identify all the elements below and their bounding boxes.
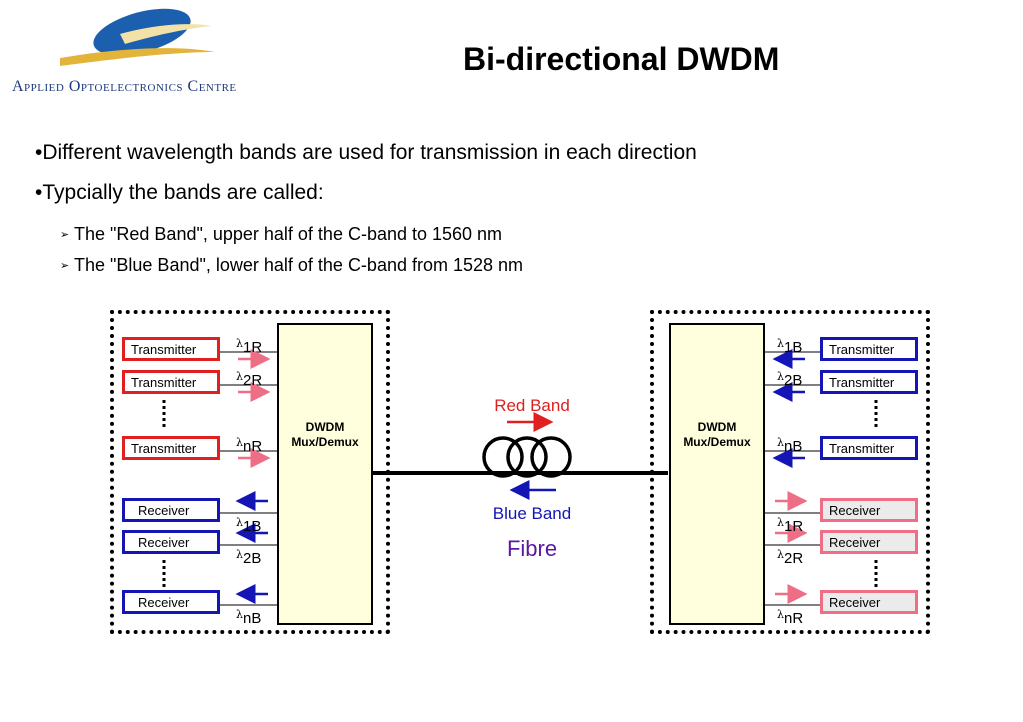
channel-label: 1R: [242, 339, 263, 356]
lambda-symbol: λ: [236, 548, 243, 561]
lambda-symbol: λ: [777, 548, 784, 561]
lambda-symbol: λ: [777, 436, 784, 449]
logo: [60, 8, 215, 66]
left-rx-lambda-n: λnB: [236, 608, 261, 627]
sub-bullet-2-text: The "Blue Band", lower half of the C-ban…: [74, 255, 524, 275]
channel-label: nB: [783, 438, 803, 455]
left-receiver-1: Receiver: [122, 498, 220, 522]
left-mux-label: DWDM Mux/Demux: [279, 420, 371, 450]
logo-text: Applied Optoelectronics Centre: [12, 78, 237, 95]
left-mux-demux: DWDM Mux/Demux: [277, 323, 373, 625]
right-mux-line2: Mux/Demux: [683, 435, 751, 449]
right-tx-lambda-n: λnB: [777, 436, 802, 455]
right-transmitter-2: Transmitter: [820, 370, 918, 394]
channel-label: 2R: [783, 550, 804, 567]
left-tx-lambda-2: λ2R: [236, 370, 262, 389]
page-title: Bi-directional DWDM: [463, 41, 780, 77]
lambda-symbol: λ: [777, 337, 784, 350]
lambda-symbol: λ: [236, 436, 243, 449]
red-band-label: Red Band: [494, 396, 570, 415]
left-transmitter-2: Transmitter: [122, 370, 220, 394]
sub-bullet-1-text: The "Red Band", upper half of the C-band…: [74, 224, 503, 244]
right-terminal-frame: [650, 310, 930, 634]
channel-label: 2B: [783, 372, 803, 389]
right-receiver-1: Receiver: [820, 498, 918, 522]
left-receiver-n: Receiver: [122, 590, 220, 614]
left-tx-lambda-1: λ1R: [236, 337, 262, 356]
right-rx-lambda-1: λ1R: [777, 516, 803, 535]
left-tx-lambda-n: λnR: [236, 436, 262, 455]
left-mux-line2: Mux/Demux: [291, 435, 359, 449]
left-mux-line1: DWDM: [305, 420, 345, 434]
right-receiver-2: Receiver: [820, 530, 918, 554]
lambda-symbol: λ: [777, 370, 784, 383]
right-mux-label: DWDM Mux/Demux: [671, 420, 763, 450]
channel-label: nB: [242, 610, 262, 627]
lambda-symbol: λ: [777, 516, 784, 529]
blue-band-label: Blue Band: [492, 504, 572, 523]
logo-swoosh-icon: [60, 48, 215, 66]
right-rx-lambda-n: λnR: [777, 608, 803, 627]
left-receiver-2: Receiver: [122, 530, 220, 554]
channel-label: 1B: [783, 339, 803, 356]
channel-label: nR: [242, 438, 263, 455]
lambda-symbol: λ: [236, 608, 243, 621]
left-transmitter-n: Transmitter: [122, 436, 220, 460]
right-tx-lambda-1: λ1B: [777, 337, 802, 356]
lambda-symbol: λ: [236, 337, 243, 350]
sub-bullet-arrow-icon: ➢: [60, 260, 70, 272]
left-transmitter-1: Transmitter: [122, 337, 220, 361]
fibre-label: Fibre: [506, 536, 558, 561]
channel-label: nR: [783, 610, 804, 627]
ellipsis-dots: [162, 400, 878, 590]
left-rx-lambda-2: λ2B: [236, 548, 261, 567]
right-mux-demux: DWDM Mux/Demux: [669, 323, 765, 625]
sub-bullet-arrow-icon: ➢: [60, 229, 70, 241]
right-receiver-n: Receiver: [820, 590, 918, 614]
lambda-symbol: λ: [236, 516, 243, 529]
right-rx-lambda-2: λ2R: [777, 548, 803, 567]
left-rx-lambda-1: λ1B: [236, 516, 261, 535]
right-transmitter-1: Transmitter: [820, 337, 918, 361]
sub-bullet-1: ➢ The "Red Band", upper half of the C-ban…: [60, 224, 960, 248]
channel-label: 2R: [242, 372, 263, 389]
lambda-symbol: λ: [777, 608, 784, 621]
bullet-1: •Different wavelength bands are used for…: [35, 141, 697, 164]
sub-bullet-2: ➢ The "Blue Band", lower half of the C-ba…: [60, 255, 960, 279]
right-transmitter-n: Transmitter: [820, 436, 918, 460]
bullet-2: •Typcially the bands are called:: [35, 181, 324, 204]
right-mux-line1: DWDM: [697, 420, 737, 434]
right-tx-lambda-2: λ2B: [777, 370, 802, 389]
channel-label: 1R: [783, 518, 804, 535]
lambda-symbol: λ: [236, 370, 243, 383]
channel-label: 2B: [242, 550, 262, 567]
fibre-coil-icon: [482, 436, 572, 478]
channel-label: 1B: [242, 518, 262, 535]
logo-swoosh-icon-2: [120, 24, 212, 44]
left-terminal-frame: [110, 310, 390, 634]
